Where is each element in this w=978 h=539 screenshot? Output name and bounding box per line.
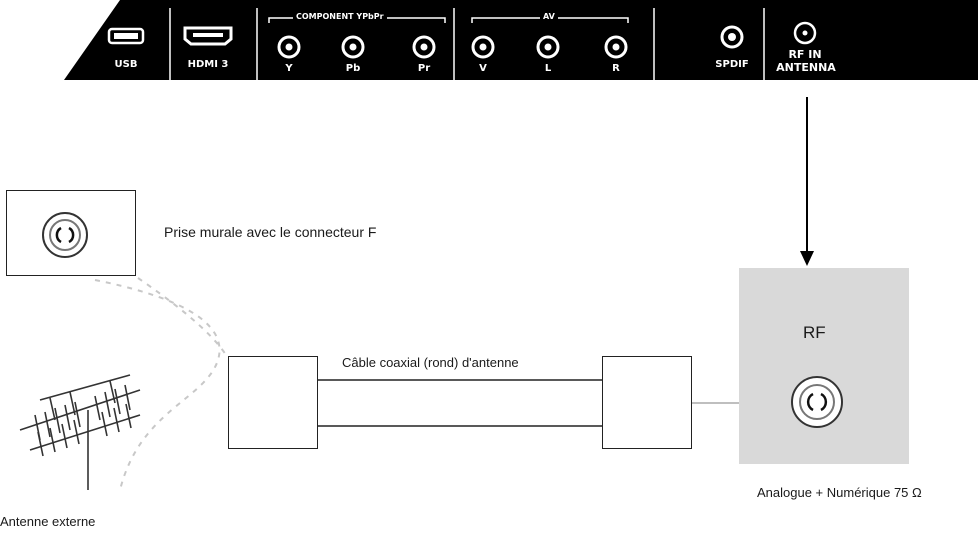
external-antenna-icon: [19, 374, 141, 490]
rf-label: RF: [803, 323, 826, 342]
pb-label: Pb: [345, 63, 361, 74]
v-jack-icon: [471, 35, 495, 59]
connection-arrow: [800, 97, 814, 266]
av-title: AV: [540, 12, 558, 21]
spdif-jack-icon: [720, 25, 744, 49]
cable-connector-right: [602, 356, 692, 449]
rf-in-label: RF IN: [788, 48, 822, 61]
antenna-label: ANTENNA: [776, 61, 836, 74]
wall-socket-label: Prise murale avec le connecteur F: [164, 224, 377, 240]
pb-jack-icon: [341, 35, 365, 59]
rf-socket-box: [739, 268, 909, 464]
l-jack-icon: [536, 35, 560, 59]
y-jack-icon: [277, 35, 301, 59]
hdmi-label: HDMI 3: [187, 59, 229, 70]
coaxial-cable: [317, 379, 603, 427]
rf-in-jack-icon: [793, 21, 817, 45]
cable-label: Câble coaxial (rond) d'antenne: [342, 355, 519, 370]
spdif-label: SPDIF: [715, 59, 749, 70]
y-label: Y: [285, 63, 293, 74]
hdmi-port-icon: [183, 26, 233, 46]
usb-port-icon: [107, 27, 145, 45]
v-label: V: [479, 63, 487, 74]
l-label: L: [544, 63, 552, 74]
wall-socket-icon: [42, 212, 88, 258]
component-title: COMPONENT YPbPr: [293, 12, 387, 21]
r-label: R: [612, 63, 620, 74]
rf-socket-icon: [791, 376, 843, 428]
external-antenna-label: Antenne externe: [0, 514, 96, 529]
rf-spec-label: Analogue + Numérique 75 Ω: [757, 485, 922, 500]
usb-label: USB: [114, 59, 138, 70]
pr-label: Pr: [417, 63, 431, 74]
r-jack-icon: [604, 35, 628, 59]
dashed-connections: [94, 277, 227, 491]
cable-connector-left: [228, 356, 318, 449]
pr-jack-icon: [412, 35, 436, 59]
tv-connector-panel: [64, 0, 978, 80]
